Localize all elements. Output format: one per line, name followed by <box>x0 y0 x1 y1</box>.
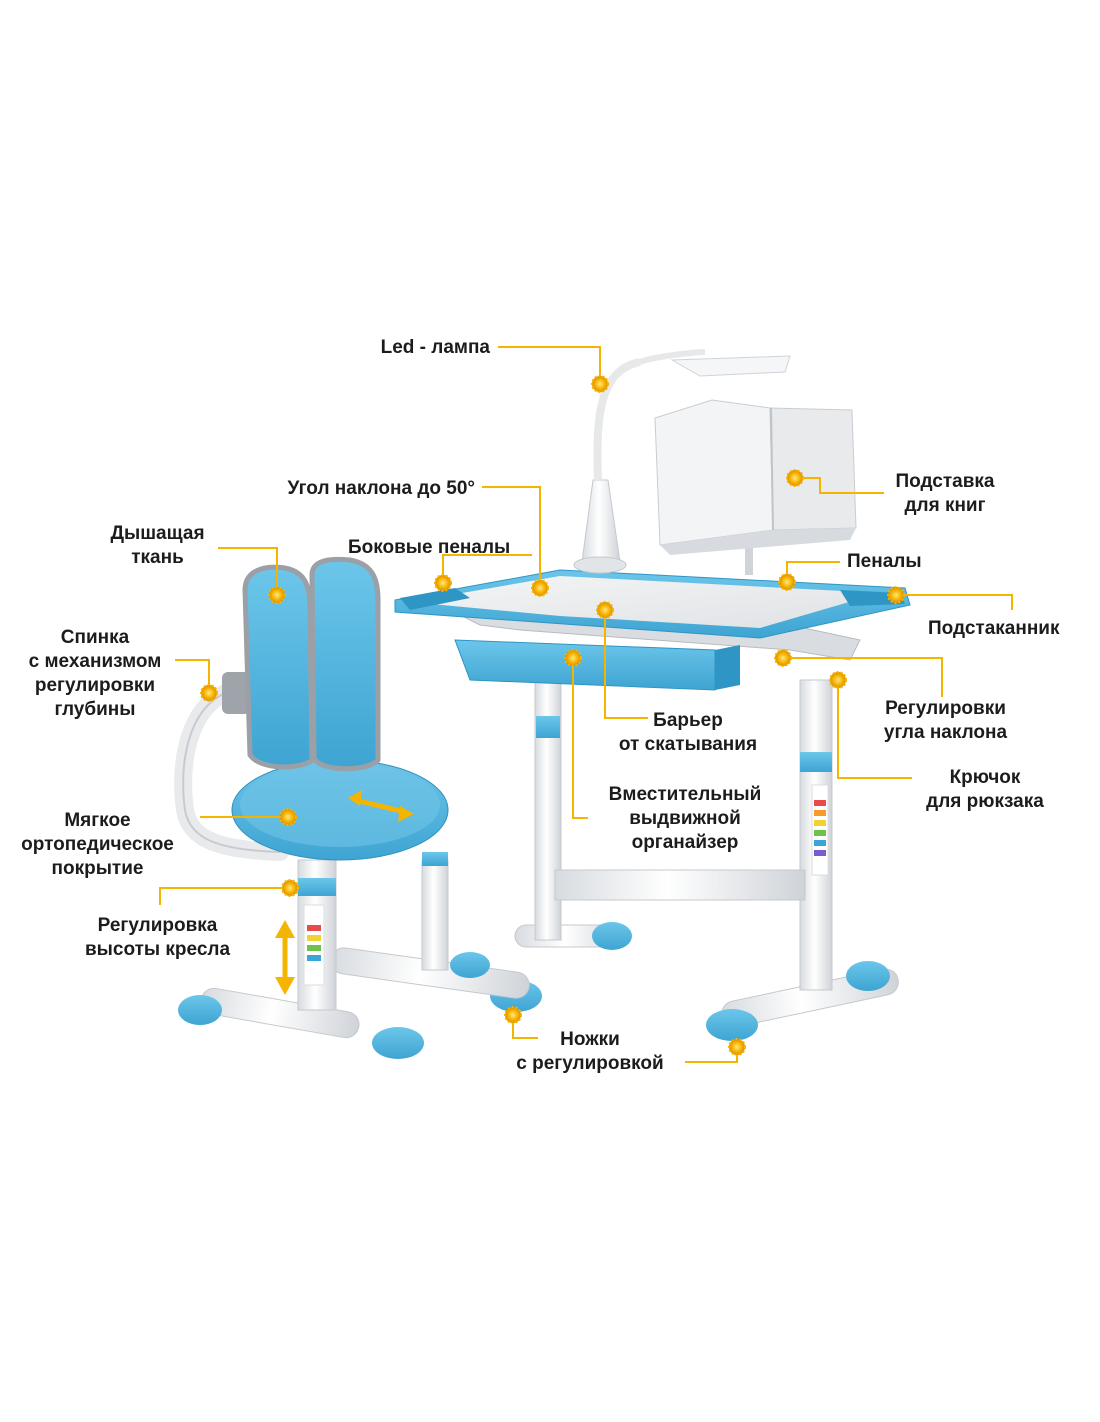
label-seat-height: Регулировка высоты кресла <box>84 915 231 960</box>
label-breathable-fabric: Дышащая ткань <box>110 523 205 568</box>
hotspot-dot <box>200 684 218 702</box>
leader-lines <box>159 346 1013 1063</box>
label-tilt-angle: Угол наклона до 50° <box>287 478 475 499</box>
chair-back-left <box>242 564 315 770</box>
hotspot-dot <box>281 879 299 897</box>
label-backpack-hook: Крючок для рюкзака <box>926 767 1044 812</box>
label-anti-roll: Барьер от скатывания <box>618 710 758 755</box>
hotspot-dot <box>774 649 792 667</box>
hotspot-dot <box>591 375 609 393</box>
hotspot-dot <box>268 586 286 604</box>
chair-back-right <box>309 556 381 772</box>
label-cases: Пеналы <box>847 551 922 572</box>
hotspot-dot <box>531 579 549 597</box>
hotspot-dot <box>279 808 297 826</box>
desk <box>394 569 911 1041</box>
label-adjustable-feet: Ножки с регулировкой <box>516 1029 664 1074</box>
chair <box>174 556 530 1059</box>
label-led-lamp: Led - лампа <box>380 337 490 358</box>
label-soft-cover: Мягкое ортопедическое покрытие <box>21 810 174 879</box>
label-organizer: Вместительный выдвижной органайзер <box>608 784 762 853</box>
book-stand <box>654 399 857 575</box>
hotspot-dot <box>596 601 614 619</box>
hotspot-dot <box>504 1006 522 1024</box>
hotspot-dot <box>829 671 847 689</box>
label-tilt-adjust: Регулировки угла наклона <box>883 698 1008 743</box>
label-backrest: Спинка с механизмом регулировки глубины <box>28 627 162 720</box>
hotspot-dot <box>887 586 905 604</box>
hotspot-dot <box>786 469 804 487</box>
hotspot-dot <box>778 573 796 591</box>
label-side-cases: Боковые пеналы <box>348 537 511 558</box>
hotspots <box>200 375 905 1056</box>
label-cup-holder: Подстаканник <box>928 618 1060 639</box>
label-book-stand: Подставка для книг <box>895 471 995 516</box>
hotspot-dot <box>728 1038 746 1056</box>
hotspot-dot <box>564 649 582 667</box>
led-lamp <box>573 349 791 574</box>
hotspot-dot <box>434 574 452 592</box>
